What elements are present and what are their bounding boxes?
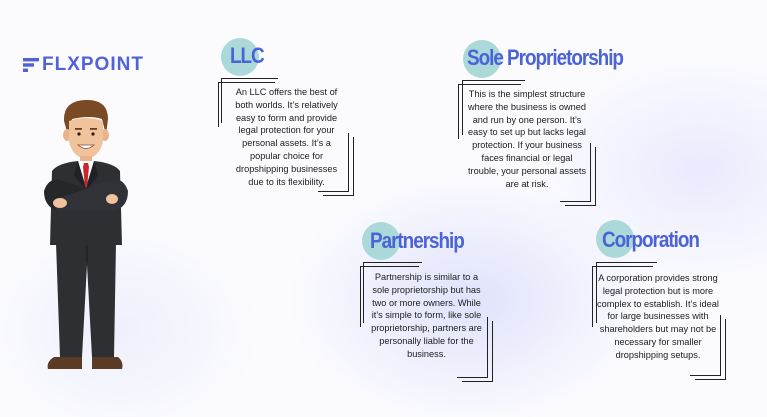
sole-proprietorship-description: This is the simplest structure where the…	[468, 89, 586, 189]
card-partnership: Partnership Partnership is similar to a …	[360, 222, 500, 384]
card-corporation: Corporation A corporation provides stron…	[590, 220, 740, 384]
llc-text-frame	[218, 78, 354, 196]
partnership-title: Partnership	[370, 228, 465, 253]
sole-proprietorship-title: Sole Proprietorship	[467, 45, 624, 70]
corporation-text-frame	[592, 262, 726, 380]
llc-title-circle	[221, 38, 259, 76]
businessman-illustration	[44, 99, 128, 369]
flxpoint-logo-icon	[23, 58, 39, 72]
corporation-title: Corporation	[602, 227, 700, 252]
brand-logo: FLXPOINT	[22, 54, 144, 76]
partnership-description: Partnership is similar to a sole proprie…	[371, 272, 482, 359]
brand-logo-text: FLXPOINT	[42, 54, 144, 75]
corporation-title-circle	[596, 220, 634, 258]
sole-text-frame	[458, 80, 596, 206]
partnership-text-frame	[360, 262, 493, 382]
partnership-title-circle	[362, 222, 400, 260]
llc-description: An LLC offers the best of both worlds. I…	[235, 87, 338, 187]
corporation-description: A corporation provides strong legal prot…	[597, 273, 719, 360]
card-llc: LLC An LLC offers the best of both world…	[218, 38, 358, 198]
llc-title: LLC	[230, 43, 265, 68]
card-sole-proprietorship: Sole Proprietorship This is the simplest…	[458, 40, 624, 208]
sole-title-circle	[463, 40, 501, 78]
